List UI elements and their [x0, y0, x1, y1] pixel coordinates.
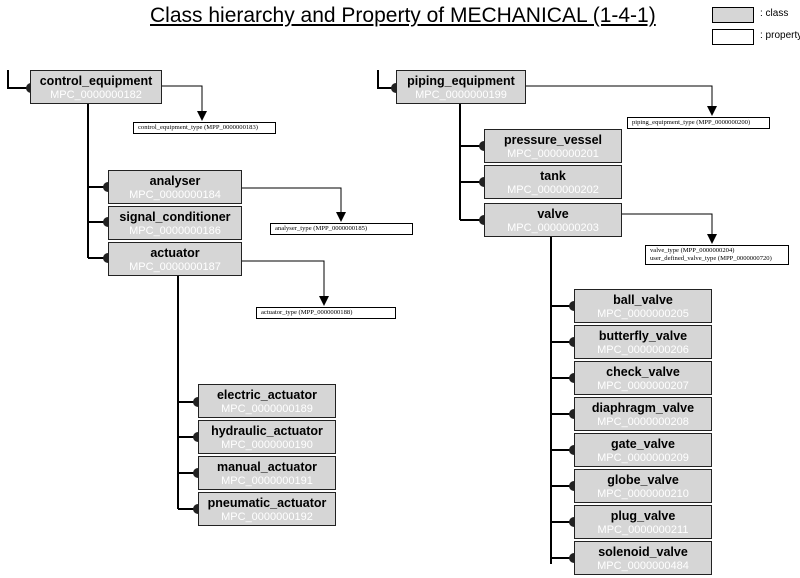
class-code: MPC_0000000202: [507, 184, 599, 196]
property-piping-equipment-type[interactable]: piping_equipment_type (MPP_0000000200): [627, 117, 770, 129]
class-name: actuator: [150, 246, 200, 260]
property-analyser-type[interactable]: analyser_type (MPP_0000000185): [270, 223, 413, 235]
class-code: MPC_0000000201: [507, 148, 599, 160]
class-valve[interactable]: valve MPC_0000000203: [484, 203, 622, 237]
class-name: signal_conditioner: [119, 210, 231, 224]
property-label: analyser_type (MPP_0000000185): [275, 225, 368, 232]
class-code: MPC_0000000192: [221, 511, 313, 523]
class-diaphragm-valve[interactable]: diaphragm_valve MPC_0000000208: [574, 397, 712, 431]
class-gate-valve[interactable]: gate_valve MPC_0000000209: [574, 433, 712, 467]
class-name: valve: [537, 207, 569, 221]
class-code: MPC_0000000211: [597, 524, 689, 536]
class-code: MPC_0000000189: [221, 403, 313, 415]
class-name: solenoid_valve: [598, 545, 688, 559]
class-name: butterfly_valve: [598, 329, 688, 343]
class-name: piping_equipment: [407, 74, 515, 88]
class-name: ball_valve: [613, 293, 673, 307]
class-name: tank: [540, 169, 566, 183]
class-name: control_equipment: [39, 74, 153, 88]
class-code: MPC_0000000187: [129, 261, 221, 273]
class-name: pneumatic_actuator: [207, 496, 327, 510]
class-code: MPC_0000000210: [597, 488, 689, 500]
class-code: MPC_0000000182: [50, 89, 142, 101]
property-label: piping_equipment_type (MPP_0000000200): [632, 119, 751, 126]
class-name: pressure_vessel: [504, 133, 602, 147]
class-code: MPC_0000000207: [597, 380, 689, 392]
legend-class-label: : class: [760, 8, 789, 19]
class-code: MPC_0000000209: [597, 452, 689, 464]
class-code: MPC_0000000190: [221, 439, 313, 451]
class-manual-actuator[interactable]: manual_actuator MPC_0000000191: [198, 456, 336, 490]
class-code: MPC_0000000203: [507, 222, 599, 234]
class-tank[interactable]: tank MPC_0000000202: [484, 165, 622, 199]
class-name: plug_valve: [610, 509, 676, 523]
class-code: MPC_0000000205: [597, 308, 689, 320]
legend-property-label: : property: [760, 30, 800, 41]
class-actuator[interactable]: actuator MPC_0000000187: [108, 242, 242, 276]
class-pressure-vessel[interactable]: pressure_vessel MPC_0000000201: [484, 129, 622, 163]
class-name: electric_actuator: [216, 388, 318, 402]
property-label: actuator_type (MPP_0000000188): [261, 309, 353, 316]
class-name: check_valve: [606, 365, 680, 379]
class-name: diaphragm_valve: [591, 401, 695, 415]
class-name: gate_valve: [611, 437, 675, 451]
class-pneumatic-actuator[interactable]: pneumatic_actuator MPC_0000000192: [198, 492, 336, 526]
property-label: valve_type (MPP_0000000204): [650, 247, 735, 254]
class-analyser[interactable]: analyser MPC_0000000184: [108, 170, 242, 204]
class-solenoid-valve[interactable]: solenoid_valve MPC_0000000484: [574, 541, 712, 575]
property-control-equipment-type[interactable]: control_equipment_type (MPP_0000000183): [133, 122, 276, 134]
class-name: globe_valve: [607, 473, 679, 487]
class-globe-valve[interactable]: globe_valve MPC_0000000210: [574, 469, 712, 503]
class-name: hydraulic_actuator: [211, 424, 323, 438]
class-hydraulic-actuator[interactable]: hydraulic_actuator MPC_0000000190: [198, 420, 336, 454]
class-ball-valve[interactable]: ball_valve MPC_0000000205: [574, 289, 712, 323]
property-label: control_equipment_type (MPP_0000000183): [138, 124, 258, 131]
class-signal-conditioner[interactable]: signal_conditioner MPC_0000000186: [108, 206, 242, 240]
class-code: MPC_0000000206: [597, 344, 689, 356]
class-control-equipment[interactable]: control_equipment MPC_0000000182: [30, 70, 162, 104]
class-name: manual_actuator: [216, 460, 318, 474]
property-valve-types[interactable]: valve_type (MPP_0000000204) user_defined…: [645, 245, 789, 265]
class-electric-actuator[interactable]: electric_actuator MPC_0000000189: [198, 384, 336, 418]
class-name: analyser: [149, 174, 201, 188]
legend-property-swatch: [712, 29, 754, 45]
property-label: user_defined_valve_type (MPP_0000000720): [650, 255, 772, 262]
class-code: MPC_0000000184: [129, 189, 221, 201]
class-code: MPC_0000000208: [597, 416, 689, 428]
page-title: Class hierarchy and Property of MECHANIC…: [150, 4, 656, 27]
class-plug-valve[interactable]: plug_valve MPC_0000000211: [574, 505, 712, 539]
class-code: MPC_0000000484: [597, 560, 689, 572]
class-check-valve[interactable]: check_valve MPC_0000000207: [574, 361, 712, 395]
class-code: MPC_0000000191: [221, 475, 313, 487]
class-butterfly-valve[interactable]: butterfly_valve MPC_0000000206: [574, 325, 712, 359]
legend-class-swatch: [712, 7, 754, 23]
property-actuator-type[interactable]: actuator_type (MPP_0000000188): [256, 307, 396, 319]
class-piping-equipment[interactable]: piping_equipment MPC_0000000199: [396, 70, 526, 104]
class-code: MPC_0000000186: [129, 225, 221, 237]
class-code: MPC_0000000199: [415, 89, 507, 101]
